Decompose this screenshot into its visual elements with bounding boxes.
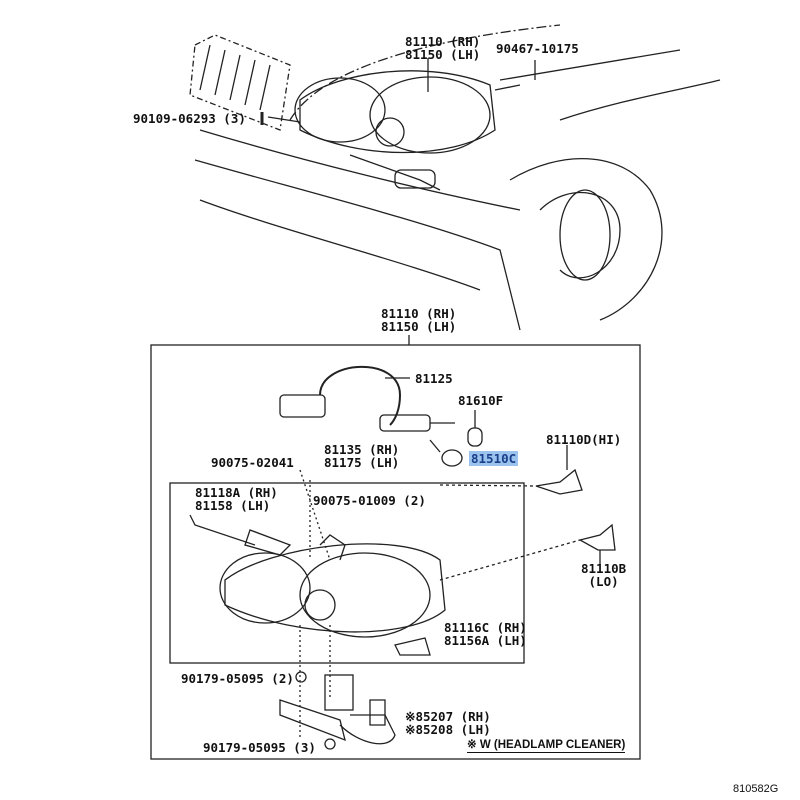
callout-81110-box[interactable]: 81110 (RH)81150 (LH) bbox=[381, 307, 456, 333]
callout-90467-10175[interactable]: 90467-10175 bbox=[496, 41, 579, 56]
car-front-illustration bbox=[189, 24, 721, 331]
callout-81110b[interactable]: 81110B(LO) bbox=[581, 562, 626, 588]
part-number[interactable]: 81150 (LH) bbox=[381, 319, 457, 334]
callout-81110-top[interactable]: 81110 (RH)81150 (LH) bbox=[405, 35, 480, 61]
part-number[interactable]: ※85208 (LH) bbox=[405, 722, 491, 737]
diagram-code: 810582G bbox=[733, 783, 779, 795]
callout-90179-05095-3[interactable]: 90179-05095 (3) bbox=[203, 740, 316, 755]
part-number[interactable]: 81118A (RH) bbox=[195, 485, 278, 500]
callout-81118a[interactable]: 81118A (RH)81158 (LH) bbox=[195, 486, 278, 512]
callout-85207[interactable]: ※85207 (RH)※85208 (LH) bbox=[405, 710, 491, 736]
callout-90075-01009[interactable]: 90075-01009 (2) bbox=[313, 493, 426, 508]
exploded-parts-illustration bbox=[189, 365, 616, 750]
part-number[interactable]: (LO) bbox=[588, 574, 619, 589]
assembly-box bbox=[150, 344, 641, 760]
headlamp-cleaner-note: ※ W (HEADLAMP CLEANER) bbox=[467, 739, 626, 753]
part-number[interactable]: 81175 (LH) bbox=[324, 455, 400, 470]
part-number[interactable]: 81150 (LH) bbox=[405, 47, 481, 62]
part-number[interactable]: 81110 (RH) bbox=[381, 306, 457, 321]
part-number[interactable]: 81158 (LH) bbox=[195, 498, 271, 513]
part-number[interactable]: 81110B bbox=[581, 561, 627, 576]
callout-81135[interactable]: 81135 (RH)81175 (LH) bbox=[324, 443, 399, 469]
part-number[interactable]: 81116C (RH) bbox=[444, 620, 527, 635]
callout-81125[interactable]: 81125 bbox=[415, 371, 453, 386]
part-number[interactable]: 81156A (LH) bbox=[444, 633, 527, 648]
part-number[interactable]: ※85207 (RH) bbox=[405, 709, 491, 724]
callout-90109-06293[interactable]: 90109-06293 (3) bbox=[133, 111, 246, 126]
callout-90179-05095-2[interactable]: 90179-05095 (2) bbox=[181, 671, 294, 686]
part-number[interactable]: 81110 (RH) bbox=[405, 34, 481, 49]
callout-81510c-highlighted[interactable]: 81510C bbox=[469, 451, 519, 466]
callout-81110d[interactable]: 81110D(HI) bbox=[546, 432, 622, 447]
part-number[interactable]: 81135 (RH) bbox=[324, 442, 400, 457]
callout-81116c[interactable]: 81116C (RH)81156A (LH) bbox=[444, 621, 527, 647]
callout-90075-02041[interactable]: 90075-02041 bbox=[211, 455, 294, 470]
lamp-housing-box bbox=[169, 482, 525, 664]
callout-81610f[interactable]: 81610F bbox=[458, 393, 504, 408]
